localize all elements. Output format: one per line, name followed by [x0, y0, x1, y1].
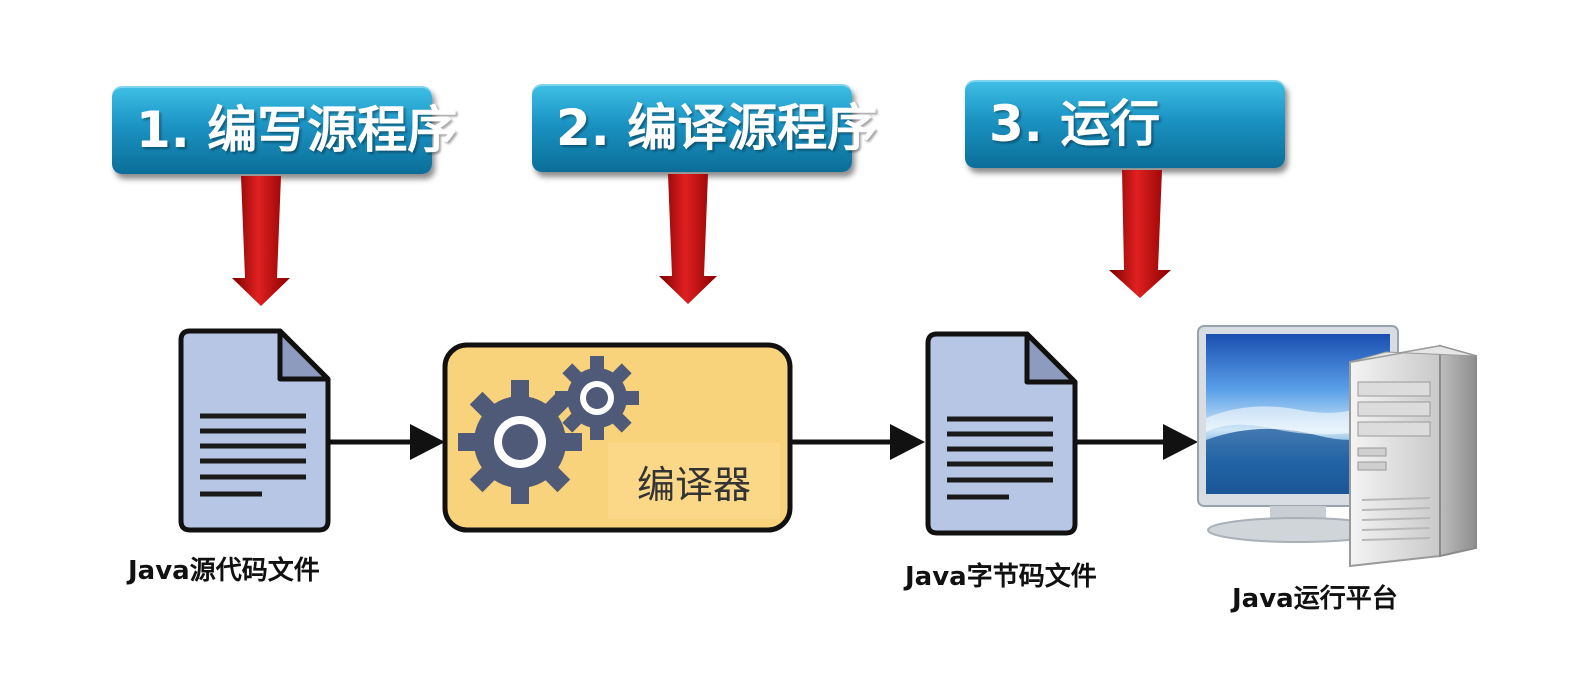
step-1-banner: 1. 编写源程序	[112, 86, 457, 174]
step-1-label: 1. 编写源程序	[136, 101, 458, 159]
platform-caption: Java运行平台	[1232, 584, 1398, 614]
flow-arrow-3	[1075, 424, 1198, 460]
down-arrow-3	[1109, 170, 1171, 298]
step-2-banner: 2. 编译源程序	[532, 84, 877, 172]
flow-arrow-2	[790, 424, 925, 460]
down-arrow-1	[232, 176, 290, 306]
computer-icon	[1197, 325, 1477, 568]
flow-arrow-1	[328, 424, 445, 460]
down-arrow-2	[659, 174, 717, 304]
step-2-label: 2. 编译源程序	[556, 99, 878, 157]
small-gear-icon	[555, 356, 639, 440]
source-file-caption: Java源代码文件	[128, 556, 320, 586]
step-3-banner: 3. 运行	[965, 80, 1285, 168]
source-document-icon	[178, 328, 331, 533]
bytecode-file-caption: Java字节码文件	[905, 562, 1097, 592]
compiler-label: 编译器	[608, 443, 780, 519]
bytecode-document-icon	[925, 331, 1078, 536]
step-3-label: 3. 运行	[989, 95, 1161, 153]
